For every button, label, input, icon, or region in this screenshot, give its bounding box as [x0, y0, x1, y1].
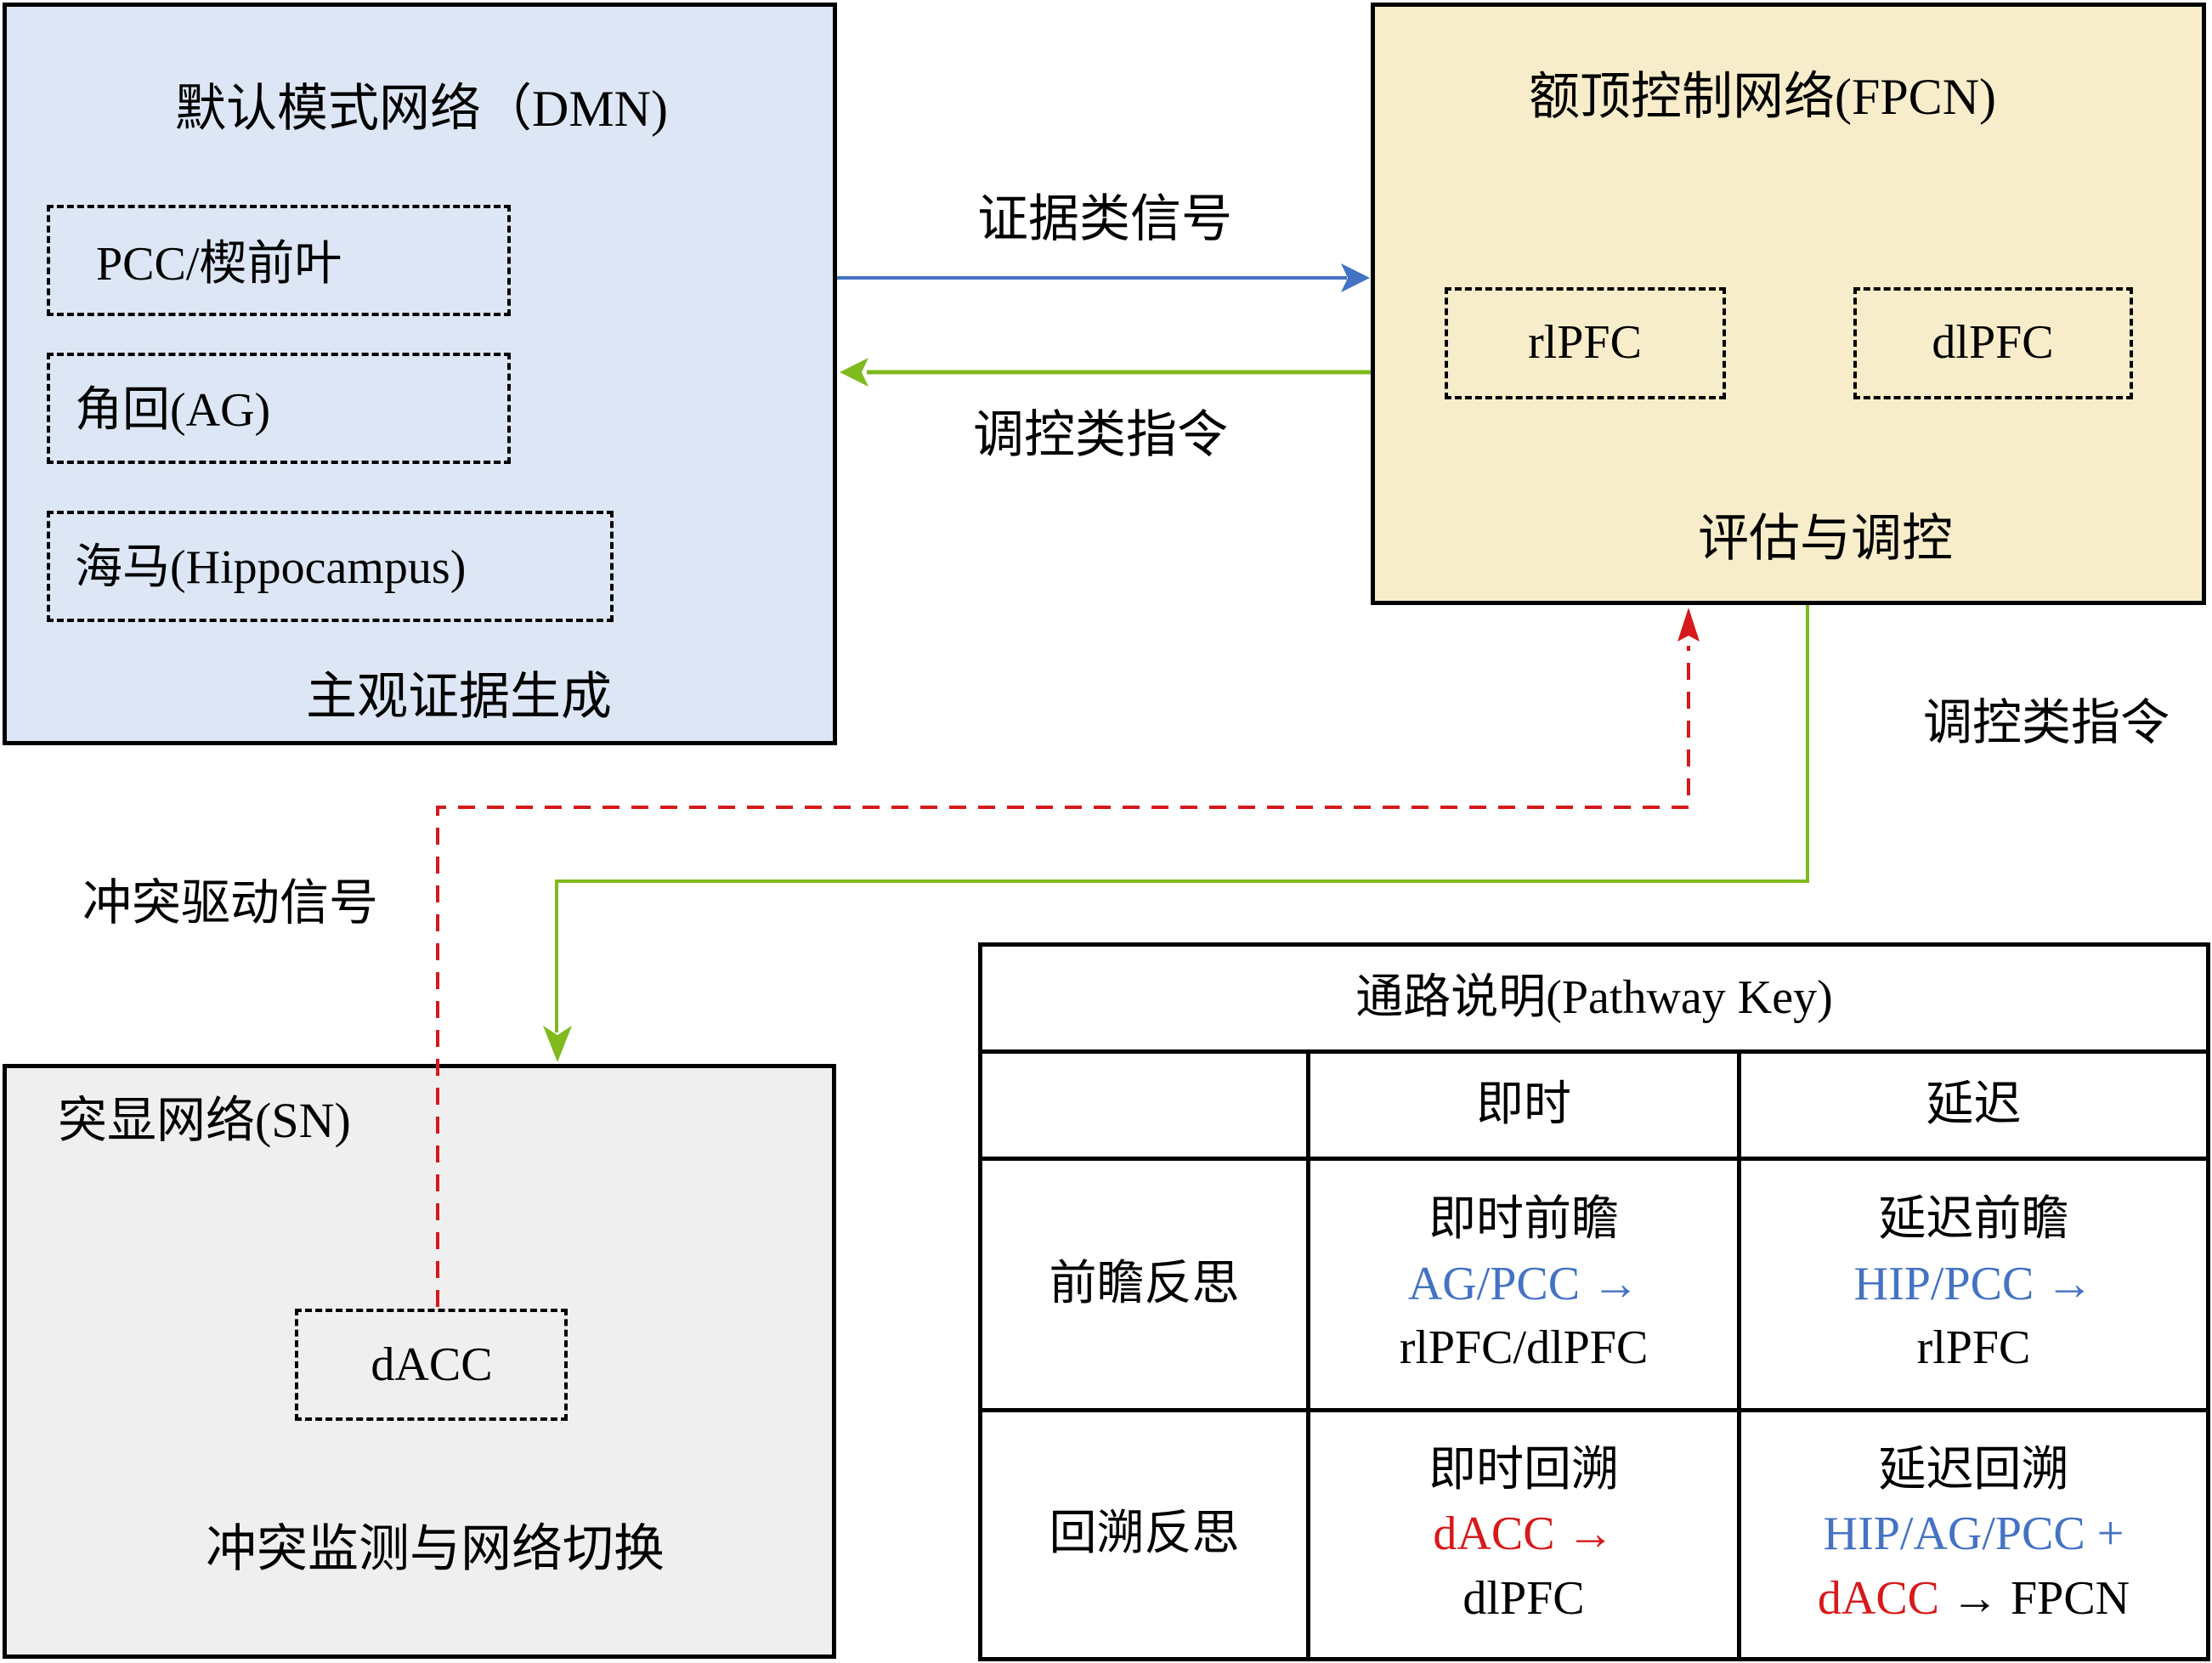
fpcn-function: 评估与调控 [1698, 511, 1953, 567]
dmn-region-hippocampus-label: 海马(Hippocampus) [75, 541, 467, 594]
fpcn-region-rlpfc [1445, 287, 1726, 399]
control-instruction-label-top: 调控类指令 [973, 407, 1228, 463]
evidence-signal-label: 证据类信号 [977, 191, 1232, 247]
sn-region-dacc-label: dACC [371, 1338, 493, 1391]
conflict-signal-label: 冲突驱动信号 [82, 875, 379, 930]
control-instruction-label-right: 调控类指令 [1923, 695, 2170, 750]
pathway-name: 延迟前瞻 [1878, 1193, 2069, 1247]
pathway-target: rlPFC/dlPFC [1399, 1321, 1649, 1375]
pathway-key-title: 通路说明(Pathway Key) [978, 942, 2210, 1054]
pathway-target: → FPCN [1951, 1571, 2130, 1625]
pathway-target: rlPFC [1916, 1321, 2031, 1375]
pathway-cell-immediate-prospective: 即时前瞻 AG/PCC → rlPFC/dlPFC [1306, 1157, 1741, 1412]
evidence-arrowhead-icon [1341, 263, 1370, 292]
pathway-source-secondary: dACC [1817, 1571, 1940, 1625]
pathway-key-table: 通路说明(Pathway Key) 即时 延迟 前瞻反思 即时前瞻 AG/PCC… [978, 942, 2210, 1661]
pathway-name: 即时回溯 [1428, 1443, 1619, 1496]
pathway-cell-immediate-retrospective: 即时回溯 dACC → dlPFC [1306, 1408, 1741, 1661]
dmn-title: 默认模式网络（DMN) [175, 81, 668, 137]
fpcn-region-dlpfc-label: dlPFC [1932, 316, 2054, 369]
pathway-cell-delayed-prospective: 延迟前瞻 HIP/PCC → rlPFC [1737, 1157, 2210, 1412]
dmn-region-pcc [47, 205, 511, 316]
conflict-arrowhead-icon [1677, 608, 1700, 642]
fpcn-network-box [1371, 3, 2206, 605]
pathway-key-row-prospective: 前瞻反思 [978, 1157, 1310, 1412]
pathway-key-corner-cell [978, 1049, 1310, 1161]
dmn-region-ag [47, 353, 511, 464]
pathway-source: dACC → [1433, 1507, 1615, 1561]
dmn-region-pcc-label: PCC/楔前叶 [96, 238, 342, 291]
pathway-target: dlPFC [1462, 1571, 1585, 1625]
dmn-region-hippocampus [47, 511, 614, 622]
pathway-key-row-retrospective: 回溯反思 [978, 1408, 1310, 1661]
fpcn-region-dlpfc [1853, 287, 2133, 399]
sn-function: 冲突监测与网络切换 [206, 1521, 665, 1577]
pathway-name: 即时前瞻 [1428, 1193, 1619, 1247]
pathway-cell-delayed-retrospective: 延迟回溯 HIP/AG/PCC + dACC → FPCN [1737, 1408, 2210, 1661]
pathway-key-col-delayed: 延迟 [1737, 1049, 2210, 1161]
pathway-source: AG/PCC → [1407, 1257, 1640, 1310]
pathway-name: 延迟回溯 [1878, 1443, 2069, 1496]
control-arrowhead-icon [840, 358, 868, 387]
dmn-region-ag-label: 角回(AG) [75, 384, 271, 437]
pathway-source: HIP/PCC → [1853, 1257, 2094, 1310]
dmn-function: 主观证据生成 [306, 669, 612, 725]
pathway-source: HIP/AG/PCC + [1823, 1507, 2124, 1561]
control-to-sn-arrowhead-icon [543, 1026, 572, 1062]
pathway-source-target-line: dACC → FPCN [1741, 1567, 2206, 1632]
pathway-key-col-immediate: 即时 [1306, 1049, 1741, 1161]
fpcn-region-rlpfc-label: rlPFC [1528, 316, 1642, 369]
sn-title: 突显网络(SN) [58, 1093, 351, 1148]
fpcn-title: 额顶控制网络(FPCN) [1528, 69, 1997, 125]
sn-region-dacc [295, 1309, 568, 1421]
